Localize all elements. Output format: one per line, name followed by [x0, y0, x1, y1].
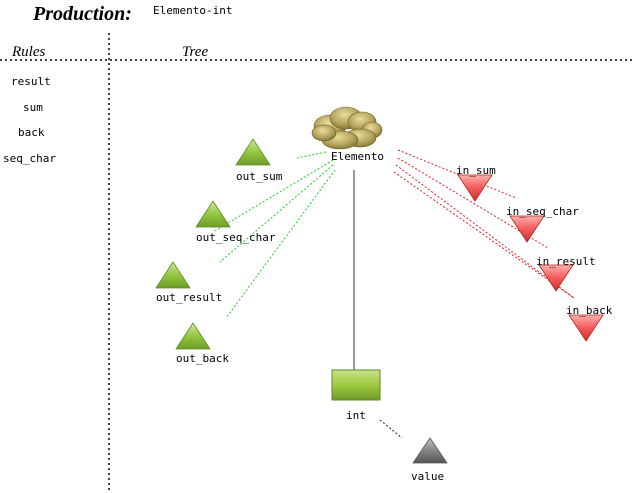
link-out-sum [296, 151, 327, 159]
node-label-in-back: in_back [566, 304, 613, 317]
node-label-leaf: value [411, 470, 445, 483]
tree-nodes [155, 106, 604, 464]
inverted-triangle-icon-in-seq-char[interactable] [509, 215, 545, 243]
triangle-icon-out-sum[interactable] [235, 138, 271, 166]
rule-item-back[interactable]: back [18, 126, 45, 139]
node-label-root: Elemento [331, 150, 384, 163]
triangle-icon-out-result[interactable] [155, 261, 191, 289]
inverted-triangle-icon-in-result[interactable] [538, 264, 574, 292]
link-out-seq-char [212, 159, 334, 233]
link-in-result [395, 164, 575, 299]
inverted-triangle-icon-in-back[interactable] [568, 314, 604, 342]
link-out-result [219, 164, 334, 263]
tree-heading: Tree [182, 44, 209, 60]
child-box-icon[interactable] [331, 369, 381, 401]
node-label-in-result: in_result [536, 255, 596, 268]
rule-item-seq-char[interactable]: seq_char [3, 152, 56, 165]
production-title: Production: [33, 3, 132, 25]
node-label-child: int [346, 409, 366, 422]
link-in-sum [397, 149, 517, 199]
rule-item-sum[interactable]: sum [23, 101, 43, 114]
node-label-in-sum: in_sum [456, 164, 496, 177]
triangle-icon-out-seq-char[interactable] [195, 200, 231, 228]
production-name: Elemento-int [153, 4, 233, 17]
root-cloud-icon[interactable] [311, 106, 383, 150]
tree-links [212, 149, 575, 439]
triangle-icon-out-back[interactable] [175, 322, 211, 350]
node-label-out-back: out_back [176, 352, 229, 365]
inverted-triangle-icon-in-sum[interactable] [457, 174, 493, 202]
rules-heading: Rules [12, 44, 46, 60]
node-label-out-sum: out_sum [236, 170, 283, 183]
node-label-in-seq-char: in_seq_char [506, 205, 579, 218]
node-label-out-seq-char: out_seq_char [196, 231, 276, 244]
link-out-back [225, 169, 336, 319]
link-child-leaf [379, 419, 403, 439]
rule-item-result[interactable]: result [11, 75, 51, 88]
link-in-back [393, 171, 575, 299]
leaf-triangle-icon[interactable] [412, 437, 448, 464]
node-label-out-result: out_result [156, 291, 223, 304]
